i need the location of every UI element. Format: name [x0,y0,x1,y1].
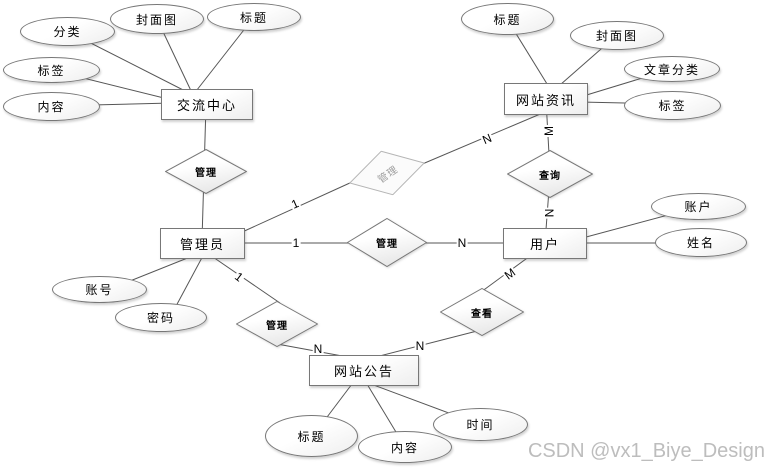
rel-manage-exchange: 管理 [165,149,247,194]
diamond-shape [165,149,247,194]
attr-user-name: 姓名 [655,228,747,257]
entity-site-news: 网站资讯 [504,83,588,115]
attr-notice-title: 标题 [265,415,358,457]
attr-exchange-tag: 标签 [3,57,100,83]
entity-exchange-center: 交流中心 [161,89,253,120]
diamond-shape [236,301,318,347]
attr-news-tag: 标签 [624,91,721,120]
cardinality-label: N [414,339,426,353]
attr-admin-password: 密码 [115,303,207,332]
relationship-label: 管理 [266,320,288,332]
rel-view: 查看 [440,288,524,336]
attr-notice-content: 内容 [358,431,452,463]
connector-line [209,254,281,304]
attr-notice-time: 时间 [433,408,528,441]
csdn-watermark: CSDN @vx1_Biye_Design [527,440,765,462]
attr-exchange-cover: 封面图 [110,4,204,34]
cardinality-label: N [542,207,556,219]
attr-news-article-category: 文章分类 [624,56,720,82]
relationship-label: 查询 [539,170,561,182]
diamond-shape [507,150,593,198]
relationship-label: 查看 [471,308,493,320]
rel-manage-notice: 管理 [236,301,318,347]
attr-user-account: 账户 [651,193,746,220]
attr-exchange-category: 分类 [20,17,115,46]
rel-manage-user: 管理 [347,218,427,267]
cardinality-label: N [456,236,468,250]
attr-admin-account: 账号 [52,276,147,303]
attr-news-cover: 封面图 [570,21,664,50]
entity-user: 用户 [503,228,587,259]
attr-exchange-title: 标题 [207,3,301,31]
cardinality-label: N [312,342,324,356]
diamond-shape [348,150,426,196]
entity-admin: 管理员 [160,228,245,259]
rel-manage-news-ghost: 管理 [343,141,430,206]
diamond-shape [347,218,427,267]
attr-exchange-content: 内容 [3,92,100,121]
relationship-label: 管理 [376,239,398,250]
connector-line [174,251,206,309]
diamond-shape [440,288,524,336]
cardinality-label: M [542,125,556,137]
entity-site-notice: 网站公告 [309,355,419,386]
attr-news-title: 标题 [461,3,554,35]
rel-query: 查询 [507,150,593,198]
cardinality-label: 1 [291,236,301,250]
relationship-label: 管理 [195,168,217,179]
